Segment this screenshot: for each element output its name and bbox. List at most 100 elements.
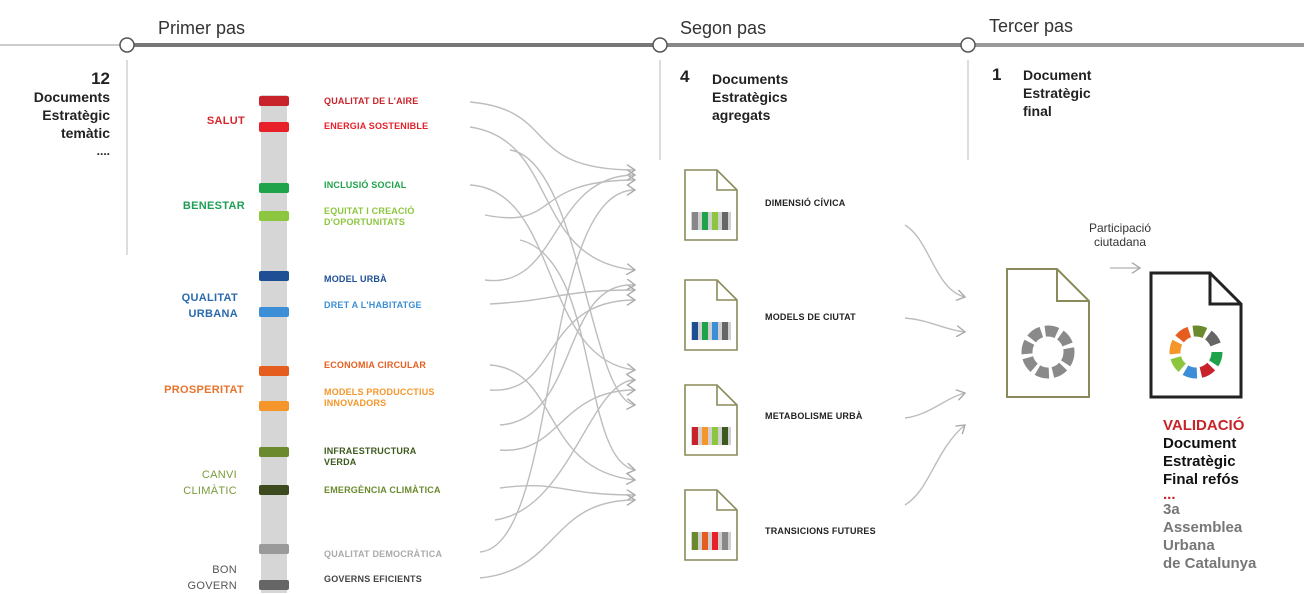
topic-models-productius: MODELS PRODUCCTIUS INNOVADORS — [324, 387, 435, 409]
doc-stripe — [692, 427, 698, 445]
participation-line-1: Participació — [1088, 221, 1152, 235]
step-3-line-1: Document — [1023, 67, 1092, 83]
aggregated-document-icon — [684, 169, 738, 241]
step-3-line-3: final — [1023, 103, 1052, 119]
agg-doc-label-1: DIMENSIÓ CÍVICA — [765, 198, 846, 208]
assembly-line-4: de Catalunya — [1163, 555, 1257, 572]
step-2-line-2: Estratègics — [712, 89, 788, 105]
category-qualitat-urbana: QUALITAT URBANA — [140, 290, 238, 322]
category-benestar: BENESTAR — [140, 200, 245, 212]
agg-doc-label-2: MODELS DE CIUTAT — [765, 312, 856, 322]
category-canvi-climatic: CANVI CLIMÀTIC — [140, 467, 237, 499]
step-3-line-2: Estratègic — [1023, 85, 1091, 101]
doc-stripe — [722, 322, 728, 340]
agg-doc-label-3: METABOLISME URBÀ — [765, 411, 863, 421]
topic-label: INCLUSIÓ SOCIAL — [324, 180, 407, 190]
step-1-title: Primer pas — [158, 18, 246, 38]
participation-label: Participació ciutadana — [1080, 221, 1160, 249]
topic-infraestructura-verda: INFRAESTRUCTURA VERDA — [324, 446, 417, 468]
category-prosperitat-label: PROSPERITAT — [164, 384, 244, 396]
doc-stripe — [712, 322, 718, 340]
topic-bar — [259, 401, 289, 411]
final-dots: ... — [1163, 486, 1176, 503]
topic-bar — [259, 307, 289, 317]
doc-stripe — [722, 427, 728, 445]
topic-label: INFRAESTRUCTURA — [324, 446, 417, 456]
final-block: VALIDACIÓ Document Estratègic Final refó… — [1163, 417, 1256, 573]
step-2-summary: Documents Estratègics agregats — [712, 70, 788, 124]
step-2-line-3: agregats — [712, 107, 771, 123]
step-3-title: Tercer pas — [989, 16, 1074, 36]
topic-emergencia-climatica: EMERGÈNCIA CLIMÀTICA — [324, 485, 441, 496]
doc-stripe — [712, 532, 718, 550]
topic-bar — [259, 580, 289, 590]
step-1-line-2: Estratègic — [42, 107, 110, 123]
topic-bar — [259, 447, 289, 457]
category-qualitat-label-2: URBANA — [188, 308, 238, 320]
topic-governs-eficients: GOVERNS EFICIENTS — [324, 574, 422, 585]
doc-stripe — [712, 427, 718, 445]
doc-stripe — [702, 212, 708, 230]
category-benestar-label: BENESTAR — [182, 200, 245, 212]
gray-ring-icon — [1021, 325, 1075, 379]
assembly-line-3: Urbana — [1163, 537, 1215, 554]
topic-label: GOVERNS EFICIENTS — [324, 574, 422, 584]
timeline-node-2 — [652, 37, 668, 53]
category-prosperitat: PROSPERITAT — [140, 384, 244, 396]
step-1-number: 12 — [91, 69, 110, 88]
step-3-document-icon — [1006, 268, 1090, 398]
topic-bar — [259, 211, 289, 221]
topic-label: EMERGÈNCIA CLIMÀTICA — [324, 485, 441, 495]
aggregated-document-icon — [684, 489, 738, 561]
topic-qualitat-aire: QUALITAT DE L'AIRE — [324, 96, 418, 107]
topic-dret-habitatge: DRET A L'HABITATGE — [324, 300, 422, 311]
topic-equitat: EQUITAT I CREACIÓ D'OPORTUNITATS — [324, 206, 415, 228]
doc-stripe — [692, 212, 698, 230]
topic-qualitat-democratica: QUALITAT DEMOCRÀTICA — [324, 549, 442, 560]
validation-label: VALIDACIÓ — [1163, 417, 1245, 434]
category-bon-govern: BON GOVERN — [140, 562, 237, 594]
step-2-title: Segon pas — [680, 18, 767, 38]
topic-bar — [259, 271, 289, 281]
color-ring-icon — [1169, 325, 1223, 379]
final-doc-line-3: Final refós — [1163, 471, 1239, 488]
topic-model-urba: MODEL URBÀ — [324, 274, 387, 285]
category-salut-label: SALUT — [206, 115, 245, 127]
final-doc-line-2: Estratègic — [1163, 453, 1236, 470]
assembly-line-2: Assemblea — [1163, 519, 1243, 536]
topic-label: QUALITAT DEMOCRÀTICA — [324, 549, 443, 559]
topic-energia-sostenible: ENERGIA SOSTENIBLE — [324, 121, 428, 132]
topic-bar — [259, 485, 289, 495]
category-bon-label-2: GOVERN — [187, 580, 237, 592]
topic-label: VERDA — [324, 457, 357, 467]
step-1-line-1: Documents — [33, 89, 110, 105]
step-3-summary: Document Estratègic final — [1023, 66, 1091, 120]
topic-column — [261, 95, 287, 593]
topic-label: ENERGIA SOSTENIBLE — [324, 121, 429, 131]
topic-label: INNOVADORS — [324, 398, 387, 408]
topic-label: DRET A L'HABITATGE — [324, 300, 422, 310]
category-canvi-label-1: CANVI — [201, 469, 237, 481]
doc-stripe — [722, 532, 728, 550]
step-1-summary: 12 Documents Estratègic temàtic .... — [0, 70, 110, 160]
category-bon-label-1: BON — [212, 564, 237, 576]
doc-stripe — [692, 322, 698, 340]
final-doc-line-1: Document — [1163, 435, 1237, 452]
step-3-number: 1 — [992, 65, 1002, 84]
doc-stripe — [722, 212, 728, 230]
topic-label: D'OPORTUNITATS — [324, 217, 406, 227]
assembly-line-1: 3a — [1163, 501, 1180, 518]
topic-bar — [259, 96, 289, 106]
timeline-node-1 — [119, 37, 135, 53]
topic-bar — [259, 366, 289, 376]
doc-stripe — [712, 212, 718, 230]
category-canvi-label-2: CLIMÀTIC — [183, 485, 237, 497]
topic-inclusio-social: INCLUSIÓ SOCIAL — [324, 180, 407, 191]
topic-label: MODEL URBÀ — [324, 274, 387, 284]
timeline-node-3 — [960, 37, 976, 53]
category-salut: SALUT — [140, 115, 245, 127]
final-document-icon — [1149, 271, 1243, 399]
topic-economia-circular: ECONOMIA CIRCULAR — [324, 360, 426, 371]
